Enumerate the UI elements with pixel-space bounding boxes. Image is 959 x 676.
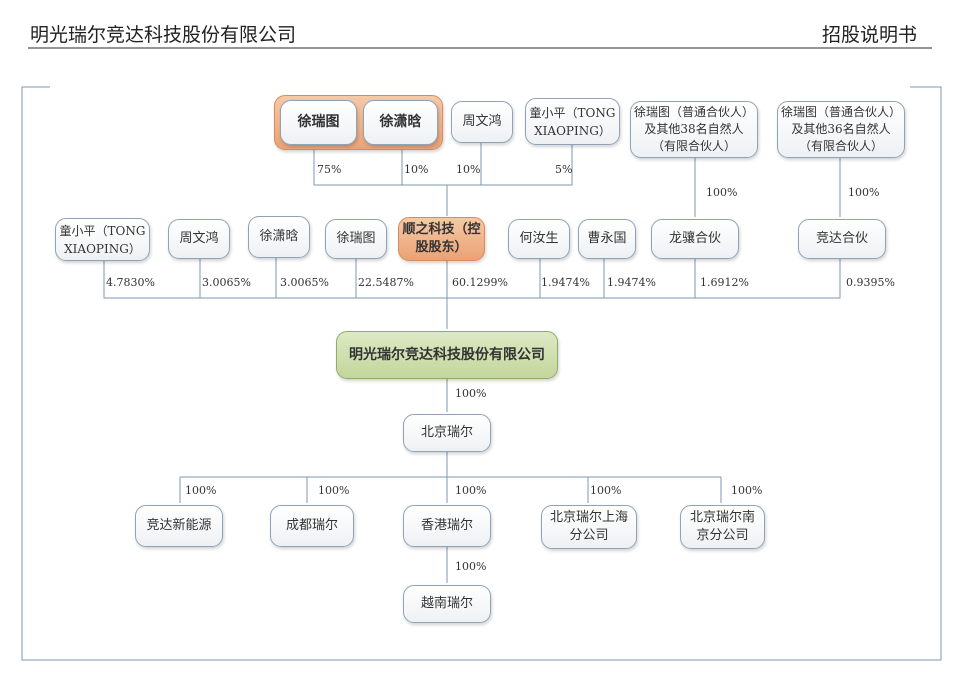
holder-cao-yongguo: 曹永国 bbox=[578, 219, 636, 259]
holder-he-rusheng: 何汝生 bbox=[508, 219, 570, 259]
holder-tong-xiaoping: 童小平（TONG XIAOPING） bbox=[55, 218, 150, 261]
pct-label: 4.7830% bbox=[106, 276, 155, 289]
pct-label: 100% bbox=[185, 484, 217, 497]
pct-label: 0.9395% bbox=[846, 276, 895, 289]
shareholder-xu-xiaohan: 徐潇晗 bbox=[363, 100, 438, 145]
pct-label: 3.0065% bbox=[202, 276, 251, 289]
document-header: 招股说明书 bbox=[822, 24, 918, 46]
holder-shunzhi-tech: 顺之科技（控股股东） bbox=[398, 217, 485, 261]
shareholder-xu-ruitu: 徐瑞图 bbox=[280, 100, 357, 145]
pct-label: 100% bbox=[731, 484, 763, 497]
pct-label: 75% bbox=[317, 163, 342, 176]
pct-label: 100% bbox=[455, 560, 487, 573]
pct-label: 10% bbox=[456, 163, 481, 176]
sub-beijing-ruier: 北京瑞尔 bbox=[403, 414, 491, 452]
holder-jingda: 竞达合伙 bbox=[798, 219, 886, 259]
sub-jingda-new-energy: 竞达新能源 bbox=[135, 505, 223, 547]
partners-38: 徐瑞图（普通合伙人）及其他38名自然人（有限合伙人） bbox=[630, 101, 758, 158]
sub-vietnam-ruier: 越南瑞尔 bbox=[403, 585, 491, 623]
shareholder-tong-xiaoping: 童小平（TONG XIAOPING） bbox=[525, 98, 620, 145]
pct-label: 5% bbox=[555, 163, 573, 176]
main-company: 明光瑞尔竞达科技股份有限公司 bbox=[336, 331, 558, 379]
pct-label: 22.5487% bbox=[358, 276, 414, 289]
pct-label: 3.0065% bbox=[280, 276, 329, 289]
pct-label: 1.6912% bbox=[700, 276, 749, 289]
holder-longxiang: 龙骧合伙 bbox=[651, 219, 739, 259]
pct-label: 60.1299% bbox=[452, 276, 508, 289]
pct-label: 100% bbox=[455, 484, 487, 497]
holder-xu-xiaohan: 徐潇晗 bbox=[248, 216, 310, 258]
pct-label: 100% bbox=[848, 186, 880, 199]
sub-chengdu-ruier: 成都瑞尔 bbox=[270, 505, 354, 547]
holder-zhou-wenhong: 周文鸿 bbox=[168, 219, 230, 259]
pct-label: 10% bbox=[404, 163, 429, 176]
company-header: 明光瑞尔竞达科技股份有限公司 bbox=[30, 24, 297, 46]
partners-36: 徐瑞图（普通合伙人）及其他36名自然人（有限合伙人） bbox=[777, 101, 905, 158]
pct-label: 100% bbox=[706, 186, 738, 199]
holder-xu-ruitu: 徐瑞图 bbox=[325, 219, 387, 259]
shareholder-zhou-wenhong: 周文鸿 bbox=[451, 101, 513, 143]
pct-label: 100% bbox=[590, 484, 622, 497]
pct-label: 1.9474% bbox=[607, 276, 656, 289]
frame bbox=[21, 86, 942, 661]
branch-shanghai: 北京瑞尔上海分公司 bbox=[541, 505, 637, 549]
pct-label: 100% bbox=[455, 387, 487, 400]
pct-label: 100% bbox=[318, 484, 350, 497]
sub-hongkong-ruier: 香港瑞尔 bbox=[403, 505, 491, 547]
branch-nanjing: 北京瑞尔南京分公司 bbox=[680, 505, 765, 549]
pct-label: 1.9474% bbox=[541, 276, 590, 289]
